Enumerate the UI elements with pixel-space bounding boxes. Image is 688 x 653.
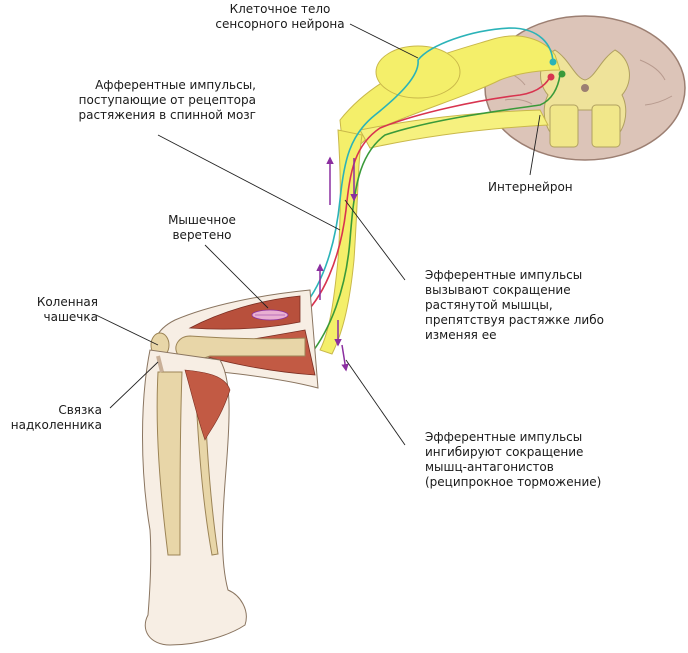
label-line: мышц-антагонистов <box>425 460 554 474</box>
label-line: Эфферентные импульсы <box>425 430 583 444</box>
label-line: сенсорного нейрона <box>215 17 345 31</box>
label-line: вызывают сокращение <box>425 283 571 297</box>
impulse-arrow-icon <box>316 156 358 372</box>
label-line: поступающие от рецептора <box>78 93 256 107</box>
label-line: ингибируют сокращение <box>425 445 584 459</box>
label-spindle: Мышечное веретено <box>152 213 252 243</box>
label-line: препятствуя растяжке либо <box>425 313 604 327</box>
label-efferent-contract: Эфферентные импульсы вызывают сокращение… <box>425 268 655 343</box>
label-line: Клеточное тело <box>229 2 331 16</box>
label-line: Коленная <box>36 295 98 309</box>
label-ligament: Связка надколенника <box>0 403 102 433</box>
leg-anatomy-icon <box>142 289 319 646</box>
label-line: изменяя ее <box>425 328 497 342</box>
label-line: растянутой мышцы, <box>425 298 553 312</box>
neuron-path-icon <box>299 27 566 356</box>
label-cell-body: Клеточное тело сенсорного нейрона <box>200 2 360 32</box>
label-line: надколенника <box>10 418 102 432</box>
label-line: чашечка <box>43 310 99 324</box>
label-kneecap: Коленная чашечка <box>6 295 98 325</box>
label-line: веретено <box>172 228 232 242</box>
label-line: Эфферентные импульсы <box>425 268 583 282</box>
label-line: Афферентные импульсы, <box>95 78 256 92</box>
label-efferent-inhibit: Эфферентные импульсы ингибируют сокращен… <box>425 430 665 490</box>
label-afferent: Афферентные импульсы, поступающие от рец… <box>20 78 256 123</box>
label-line: Интернейрон <box>488 180 573 194</box>
label-line: Мышечное <box>168 213 236 227</box>
label-line: растяжения в спинной мозг <box>78 108 256 122</box>
leader-lines <box>95 23 541 446</box>
label-line: Связка <box>58 403 102 417</box>
label-line: (реципрокное торможение) <box>425 475 602 489</box>
label-interneuron: Интернейрон <box>488 180 608 195</box>
